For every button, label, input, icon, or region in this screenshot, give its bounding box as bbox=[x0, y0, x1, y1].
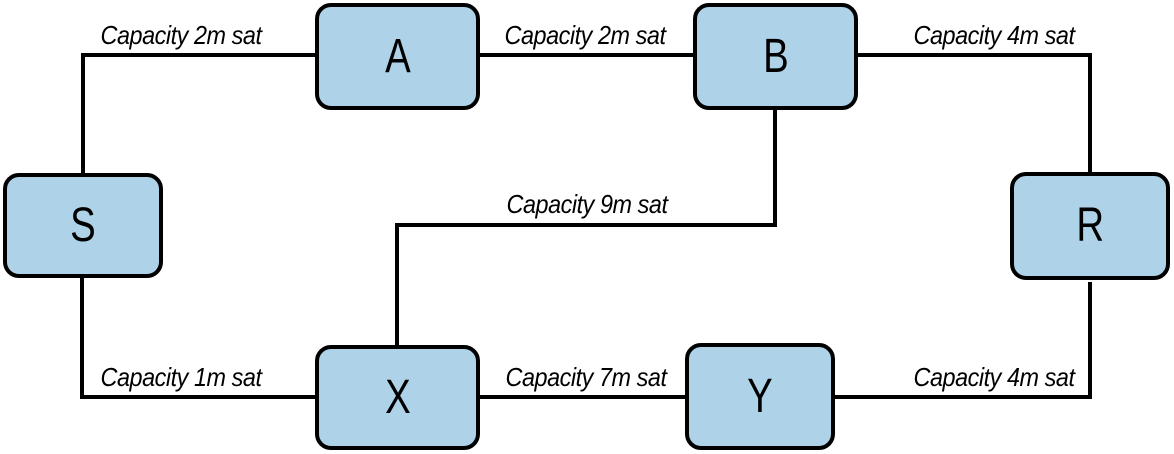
node-y-label: Y bbox=[747, 369, 774, 423]
node-a: A bbox=[315, 3, 480, 110]
edge-b-r-line bbox=[856, 53, 1092, 174]
node-b-label: B bbox=[763, 29, 789, 83]
node-x-label: X bbox=[385, 370, 411, 424]
node-y: Y bbox=[685, 343, 835, 450]
node-r: R bbox=[1010, 172, 1170, 280]
edge-label-s-x: Capacity 1m sat bbox=[100, 362, 262, 392]
node-s-label: S bbox=[70, 198, 97, 252]
edge-label-b-r: Capacity 4m sat bbox=[913, 20, 1075, 50]
edge-s-a-line bbox=[81, 53, 317, 176]
node-s: S bbox=[3, 173, 163, 278]
edge-y-r-line bbox=[833, 282, 1092, 399]
edge-label-x-y: Capacity 7m sat bbox=[505, 362, 667, 392]
node-r-label: R bbox=[1076, 199, 1105, 252]
edge-b-x-line bbox=[395, 108, 777, 347]
edge-label-b-x: Capacity 9m sat bbox=[506, 189, 668, 219]
edge-label-y-r: Capacity 4m sat bbox=[913, 362, 1075, 392]
edge-s-x-line bbox=[80, 276, 317, 399]
edge-label-s-a: Capacity 2m sat bbox=[100, 20, 262, 50]
node-a-label: A bbox=[385, 29, 411, 83]
node-b: B bbox=[693, 3, 858, 110]
edge-label-a-b: Capacity 2m sat bbox=[504, 20, 666, 50]
node-x: X bbox=[315, 345, 480, 450]
